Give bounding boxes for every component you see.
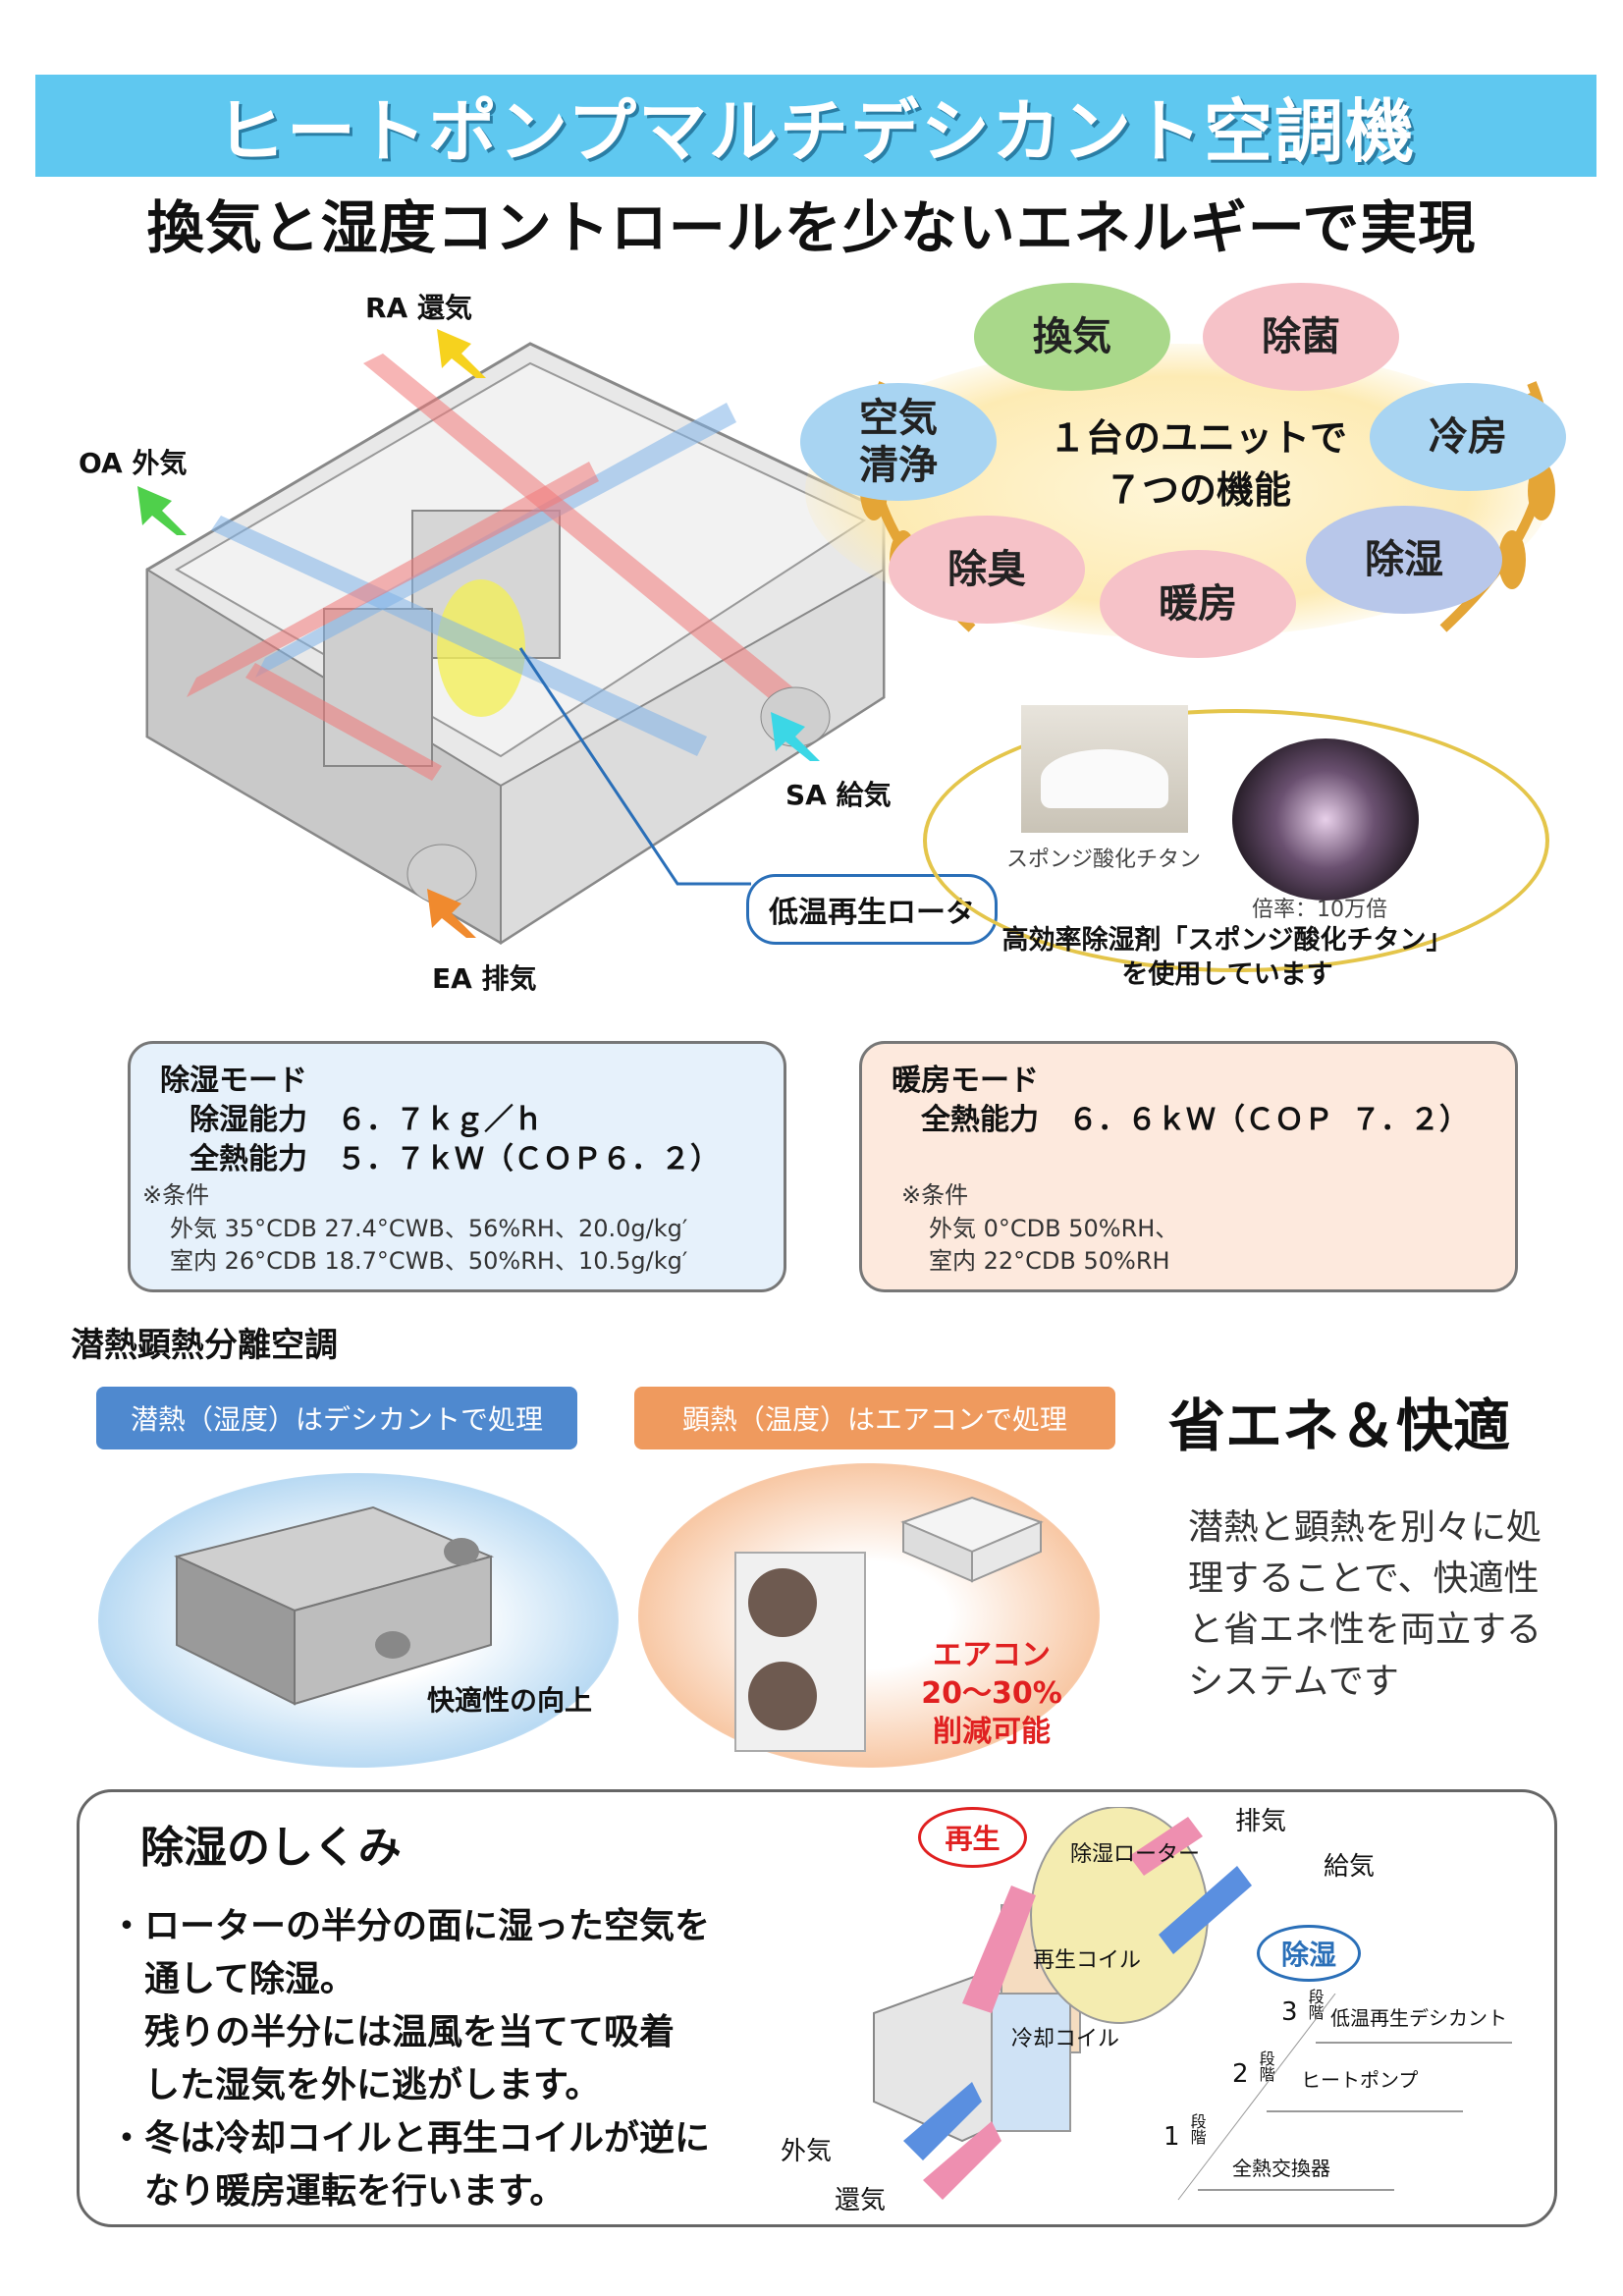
page-title: ヒートポンプマルチデシカント空調機: [216, 90, 1416, 172]
titanium-powder-photo: [1021, 705, 1188, 833]
rotor-label: 除湿ローター: [1070, 1842, 1201, 1867]
titanium-desc-line2: を使用しています: [1121, 959, 1333, 991]
latent-heat-pill: 潜熱（湿度）はデシカントで処理: [96, 1387, 577, 1449]
ea-arrow-icon: [427, 889, 476, 938]
bullet2-line2: なり暖房運転を行います。: [109, 2171, 566, 2212]
sa-label: SA 給気: [785, 779, 892, 811]
separation-description: 潜熱と顕熱を別々に処 理することで、快適性 と省エネ性を両立する システムです: [1188, 1503, 1542, 1708]
ra-label: RA 還気: [365, 292, 472, 324]
stage-1-num: 1: [1163, 2122, 1180, 2152]
sensible-heat-pill: 顕熱（温度）はエアコンで処理: [634, 1387, 1115, 1449]
dehum-cond-title: ※条件: [142, 1181, 210, 1209]
page-subtitle: 換気と湿度コントロールを少ないエネルギーで実現: [146, 194, 1477, 261]
heat-cond-title: ※条件: [901, 1181, 969, 1209]
comfort-label: 快適性の向上: [427, 1684, 593, 1717]
functions-center-text: １台のユニットで ７つの機能: [1011, 412, 1384, 517]
cool-coil-label: 冷却コイル: [1011, 2027, 1120, 2051]
center-line-2: ７つの機能: [1104, 468, 1291, 513]
titanium-photo-caption: スポンジ酸化チタン: [1006, 847, 1202, 872]
titanium-oval: [923, 709, 1549, 972]
supply-label: 給気: [1324, 1852, 1376, 1882]
aircon-line2: 20～30%: [921, 1676, 1062, 1711]
rotor-leader-line: [518, 647, 751, 886]
function-sterilization: 除菌: [1203, 283, 1399, 391]
ea-label: EA 排気: [432, 962, 537, 995]
dehum-callout: 除湿: [1257, 1925, 1361, 1982]
mechanism-diagram: [873, 1807, 1252, 2200]
titanium-microscope-photo: [1232, 738, 1419, 901]
oa-label: OA 外気: [79, 447, 188, 479]
dehumidify-mode-box: 除湿モード 除湿能力 ６．７ｋｇ／ｈ 全熱能力 ５．７ｋＷ（ＣＯＰ６．２） ※条…: [128, 1041, 786, 1292]
ceiling-cassette-image: [900, 1496, 1044, 1583]
mechanism-title: 除湿のしくみ: [140, 1823, 402, 1873]
stage-3-kanji: 段階: [1305, 1989, 1325, 2020]
title-banner: ヒートポンプマルチデシカント空調機: [35, 75, 1596, 177]
stage-1-kanji: 段階: [1187, 2113, 1207, 2145]
aircon-line1: エアコン: [933, 1638, 1051, 1672]
stage-2: 2 段階 ヒートポンプ: [1232, 2050, 1478, 2092]
bullet2-line1: ・冬は冷却コイルと再生コイルが逆に: [109, 2118, 711, 2159]
function-air-purify: 空気 清浄: [800, 383, 997, 501]
outdoor-unit-image: [734, 1552, 866, 1752]
dehum-cond-1: 外気 35°CDB 27.4°CWB、56%RH、20.0g/kg′: [170, 1214, 688, 1242]
heat-mode-title: 暖房モード: [892, 1064, 1039, 1098]
dehum-mode-title: 除湿モード: [160, 1064, 307, 1098]
heat-cond-1: 外気 0°CDB 50%RH、: [929, 1214, 1179, 1242]
aircon-line3: 削減可能: [933, 1715, 1051, 1749]
function-ventilation: 換気: [974, 283, 1170, 391]
dehum-total-heat: 全熱能力 ５．７ｋＷ（ＣＯＰ６．２）: [189, 1142, 720, 1176]
function-deodorize: 除臭: [889, 516, 1085, 624]
heat-conditions: ※条件 外気 0°CDB 50%RH、 室内 22°CDB 50%RH: [901, 1179, 1178, 1279]
aircon-glow: [638, 1463, 1100, 1768]
mechanism-box: 除湿のしくみ ・ローターの半分の面に湿った空気を 通して除湿。 残りの半分には温…: [77, 1789, 1557, 2227]
center-line-1: １台のユニットで: [1048, 416, 1347, 460]
return-air-label: 還気: [835, 2186, 887, 2215]
dehum-capacity: 除湿能力 ６．７ｋｇ／ｈ: [189, 1103, 543, 1137]
stage-2-num: 2: [1232, 2059, 1249, 2089]
heat-cond-2: 室内 22°CDB 50%RH: [929, 1247, 1170, 1276]
stage-3: 3 段階 低温再生デシカント: [1281, 1989, 1527, 2030]
slogan: 省エネ＆快適: [1168, 1393, 1511, 1459]
desc-line-3: と省エネ性を両立する: [1188, 1610, 1542, 1651]
regen-callout: 再生: [918, 1807, 1027, 1868]
stage-3-name: 低温再生デシカント: [1330, 2006, 1507, 2030]
stage-1: 1 段階 全熱交換器: [1163, 2113, 1409, 2180]
unit-illustration: [145, 342, 886, 945]
exhaust-label: 排気: [1235, 1807, 1287, 1836]
desc-line-1: 潜熱と顕熱を別々に処: [1188, 1507, 1542, 1548]
function-heating: 暖房: [1100, 550, 1296, 658]
stage-lines: [1177, 1994, 1512, 2201]
stage-2-name: ヒートポンプ: [1301, 2068, 1419, 2092]
stage-2-kanji: 段階: [1256, 2050, 1275, 2082]
bullet1-line2: 通して除湿。: [109, 1959, 355, 1999]
dehum-conditions: ※条件 外気 35°CDB 27.4°CWB、56%RH、20.0g/kg′ 室…: [142, 1179, 687, 1279]
mechanism-bullets: ・ローターの半分の面に湿った空気を 通して除湿。 残りの半分には温風を当てて吸着…: [109, 1900, 710, 2218]
desc-line-4: システムです: [1188, 1661, 1399, 1702]
function-cooling: 冷房: [1370, 383, 1566, 491]
stage-3-num: 3: [1281, 1997, 1298, 2027]
heating-mode-box: 暖房モード 全熱能力 ６．６ｋＷ（ＣＯＰ ７．２） ※条件 外気 0°CDB 5…: [859, 1041, 1518, 1292]
aircon-reduction: エアコン 20～30% 削減可能: [913, 1636, 1070, 1751]
sa-arrow-icon: [771, 712, 820, 761]
heat-total-heat: 全熱能力 ６．６ｋＷ（ＣＯＰ ７．２）: [921, 1103, 1470, 1137]
bullet1-line1: ・ローターの半分の面に湿った空気を: [109, 1906, 711, 1946]
titanium-magnification: 倍率：10万倍: [1252, 898, 1387, 922]
function-dehumidify: 除湿: [1306, 506, 1502, 614]
outdoor-air-label: 外気: [781, 2137, 833, 2166]
titanium-desc-line1: 高効率除湿剤「スポンジ酸化チタン」: [1001, 925, 1453, 956]
stage-1-name: 全熱交換器: [1232, 2157, 1330, 2180]
bullet1-line3: 残りの半分には温風を当てて吸着: [109, 2012, 676, 2052]
desiccant-unit-image: [173, 1505, 495, 1706]
desc-line-2: 理することで、快適性: [1188, 1558, 1540, 1600]
ra-arrow-icon: [437, 329, 486, 378]
titanium-description: 高効率除湿剤「スポンジ酸化チタン」 を使用しています: [972, 923, 1483, 992]
separation-heading: 潜熱顕熱分離空調: [71, 1326, 338, 1365]
bullet1-line4: した湿気を外に逃がします。: [109, 2065, 601, 2105]
dehum-cond-2: 室内 26°CDB 18.7°CWB、50%RH、10.5g/kg′: [170, 1247, 688, 1276]
regen-coil-label: 再生コイル: [1033, 1948, 1142, 1973]
oa-arrow-icon: [137, 486, 187, 535]
